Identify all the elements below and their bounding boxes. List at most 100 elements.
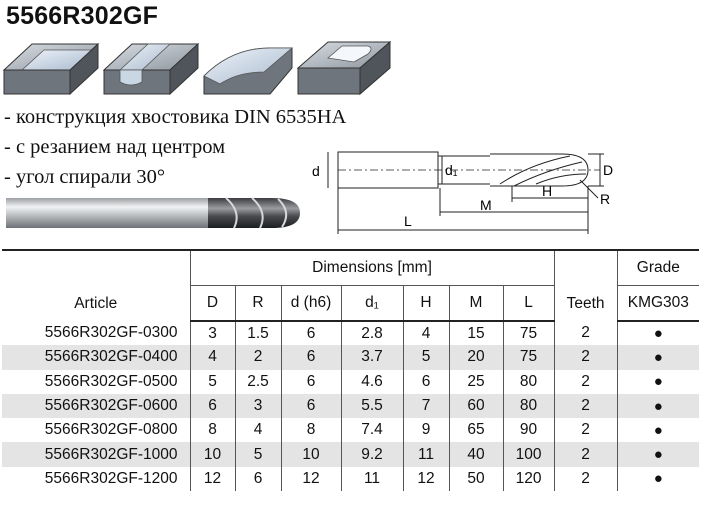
- product-title: 5566R302GF: [6, 2, 159, 30]
- dimensions-group-header: Dimensions [mm]: [190, 249, 555, 286]
- grade-availability-dot: ●: [653, 325, 663, 343]
- cell-d: 8: [190, 418, 236, 443]
- slot-milling-icon: [102, 42, 200, 96]
- cell-teeth: 2: [554, 393, 618, 419]
- col-header-M: M: [449, 285, 504, 322]
- cell-d: 6: [281, 321, 342, 346]
- cell-d: 8: [281, 418, 342, 443]
- cell-teeth: 2: [554, 369, 618, 394]
- grade-availability-dot: ●: [653, 373, 663, 391]
- cell-m: 40: [449, 442, 504, 467]
- article-header: Article: [2, 249, 191, 321]
- feature-item: - угол спирали 30°: [4, 166, 166, 188]
- cell-m: 60: [449, 393, 504, 419]
- cell-r: 3: [235, 393, 282, 419]
- cell-m: 65: [449, 418, 504, 443]
- cell-h: 6: [403, 369, 450, 394]
- grade-availability-dot: ●: [653, 348, 663, 366]
- cell-d: 3: [190, 321, 236, 346]
- cell-l: 75: [503, 345, 555, 370]
- dim-label-D: D: [603, 162, 613, 178]
- article-cell: 5566R302GF-0400: [2, 345, 191, 370]
- cell-l: 100: [503, 442, 555, 467]
- cell-teeth: 2: [554, 442, 618, 467]
- cell-teeth: 2: [554, 466, 618, 492]
- cell-d: 6: [281, 345, 342, 370]
- cell-r: 2.5: [235, 369, 282, 394]
- cell-d1: 5.5: [341, 393, 404, 419]
- teeth-header: Teeth: [554, 249, 618, 321]
- col-header-d1: d₁: [341, 285, 404, 322]
- cell-l: 90: [503, 418, 555, 443]
- dim-label-d1: d₁: [445, 162, 458, 178]
- grade-header: Grade: [617, 249, 700, 286]
- article-cell: 5566R302GF-0600: [2, 393, 191, 419]
- cell-h: 5: [403, 345, 450, 370]
- cell-l: 75: [503, 321, 555, 346]
- application-pictograms: [2, 40, 392, 96]
- col-header-L: L: [503, 285, 555, 322]
- dim-label-M: M: [480, 197, 492, 213]
- cell-d: 6: [281, 393, 342, 419]
- cell-r: 4: [235, 418, 282, 443]
- cell-d: 5: [190, 369, 236, 394]
- cell-r: 6: [235, 466, 282, 492]
- contour-milling-icon: [203, 47, 294, 95]
- cell-d: 4: [190, 345, 236, 370]
- dim-label-H: H: [542, 183, 552, 199]
- cell-r: 5: [235, 442, 282, 467]
- cell-d1: 11: [341, 466, 404, 492]
- cell-d: 12: [281, 466, 342, 492]
- cell-teeth: 2: [554, 321, 618, 346]
- cell-h: 12: [403, 466, 450, 492]
- cell-d: 6: [190, 393, 236, 419]
- feature-item: - с резанием над центром: [4, 136, 226, 158]
- article-cell: 5566R302GF-1200: [2, 466, 191, 492]
- tool-photo: [6, 197, 300, 229]
- cell-r: 2: [235, 345, 282, 370]
- specification-table: Article Dimensions [mm] Teeth Grade D R …: [2, 249, 700, 492]
- cell-m: 50: [449, 466, 504, 492]
- cell-d1: 3.7: [341, 345, 404, 370]
- cell-h: 7: [403, 393, 450, 419]
- cell-h: 9: [403, 418, 450, 443]
- cell-teeth: 2: [554, 418, 618, 443]
- grade-availability-dot: ●: [653, 421, 663, 439]
- col-header-grade-name: KMG303: [617, 285, 700, 322]
- grade-availability-dot: ●: [653, 470, 663, 488]
- cell-d: 6: [281, 369, 342, 394]
- cell-l: 120: [503, 466, 555, 492]
- article-cell: 5566R302GF-0300: [2, 321, 191, 346]
- col-header-D: D: [190, 285, 236, 322]
- grade-availability-dot: ●: [653, 397, 663, 415]
- pocket-milling-icon: [296, 40, 392, 96]
- step-milling-icon: [2, 42, 100, 96]
- dim-label-d: d: [312, 163, 320, 179]
- article-cell: 5566R302GF-0500: [2, 369, 191, 394]
- cell-h: 11: [403, 442, 450, 467]
- article-cell: 5566R302GF-1000: [2, 442, 191, 467]
- cell-d: 10: [281, 442, 342, 467]
- cell-m: 20: [449, 345, 504, 370]
- grade-availability-dot: ●: [653, 446, 663, 464]
- cell-m: 25: [449, 369, 504, 394]
- cell-l: 80: [503, 369, 555, 394]
- cell-d1: 9.2: [341, 442, 404, 467]
- cell-d1: 2.8: [341, 321, 404, 346]
- col-header-H: H: [403, 285, 450, 322]
- feature-item: - конструкция хвостовика DIN 6535HA: [4, 106, 347, 128]
- dim-label-L: L: [404, 213, 412, 229]
- cell-d: 10: [190, 442, 236, 467]
- dim-label-R: R: [600, 191, 610, 207]
- article-cell: 5566R302GF-0800: [2, 418, 191, 443]
- cell-h: 4: [403, 321, 450, 346]
- col-header-d-h6: d (h6): [281, 285, 342, 322]
- cell-m: 15: [449, 321, 504, 346]
- feature-list: - конструкция хвостовика DIN 6535HA - с …: [4, 102, 346, 192]
- cell-d1: 4.6: [341, 369, 404, 394]
